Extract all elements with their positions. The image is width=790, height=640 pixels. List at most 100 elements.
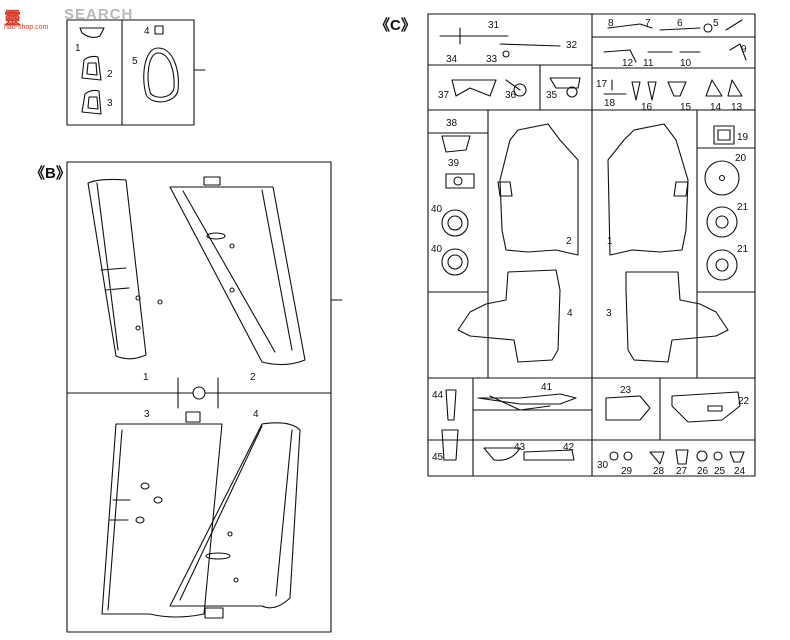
part-c7-shape [659,27,701,31]
part-c9-shape [729,43,747,61]
part-b3-tab [185,411,201,423]
part-b1-shape [87,178,147,360]
part-a2-label: 2 [107,69,113,80]
part-c18-label: 18 [604,98,616,109]
part-c22-label: 22 [738,396,750,407]
part-c21a-label: 21 [737,202,749,213]
part-c45-shape [441,429,459,461]
part-c28-label: 28 [653,466,665,477]
part-b2-hole-2 [229,287,235,293]
part-c1-shape [607,123,689,256]
part-a5-label: 5 [132,56,138,67]
part-c8-label: 8 [608,18,614,29]
part-b3-label: 3 [144,409,150,420]
part-b1-panel-2 [104,287,130,291]
part-c22-shape [671,391,741,423]
part-b1-edge [96,182,119,351]
part-c32-label: 32 [566,40,578,51]
part-c36-label: 36 [505,90,517,101]
part-c37-label: 37 [438,90,450,101]
part-c36-wheel [513,83,527,97]
part-c23-shape [605,395,651,421]
part-c35-wheel [566,86,578,98]
watermark-text: SEARCH [64,6,134,23]
part-a3-inner [87,96,99,110]
part-c40b-wheel [441,248,469,276]
part-c44-shape [445,389,457,421]
part-b2-hole-1 [229,243,235,249]
sprue-c-title: 《C》 [375,16,416,34]
part-c1-label: 1 [607,236,613,247]
part-b2-slot [206,232,226,240]
part-c35-label: 35 [546,90,558,101]
part-c21b-hub [715,258,729,272]
part-c21b-label: 21 [737,244,749,255]
part-b3-hole-3 [135,516,145,524]
part-a3-shape [81,89,102,115]
part-c26-label: 26 [697,466,709,477]
part-c43-shape [483,447,521,461]
part-b1-label: 1 [143,372,149,383]
part-c27-shape [675,449,689,465]
part-c6-shape [703,23,713,33]
part-c40a-wheel [441,209,469,237]
part-a4-label: 4 [144,26,150,37]
part-c26-shape [696,450,708,462]
part-a5-inner [147,52,175,98]
part-c13-label: 13 [731,102,743,113]
part-c25-label: 25 [714,466,726,477]
part-a5-shape [143,47,179,103]
part-c20-wheel [704,160,740,196]
part-c19-inner [717,129,731,141]
part-c3-shape [625,271,729,363]
part-c16b-shape [647,81,657,101]
part-b4-label: 4 [253,409,259,420]
part-c11-label: 11 [643,58,654,69]
part-c15-label: 15 [680,102,692,113]
part-a4-shape [154,25,164,35]
part-c30-label: 30 [597,460,609,471]
part-c5-shape [725,19,743,31]
part-c39-shape [445,173,475,189]
part-c45-label: 45 [432,452,444,463]
part-b1-hole-1 [135,295,141,301]
part-b1-panel-1 [100,267,127,271]
part-c4-shape [457,269,561,363]
part-c5-label: 5 [713,18,719,29]
part-b4-tab [204,607,224,619]
part-c31-label: 31 [488,20,500,31]
part-b2-edge [182,190,276,353]
part-c4-label: 4 [567,308,573,319]
part-c40b-label: 40 [431,244,443,255]
watermark-logo: 靈 [4,9,22,29]
part-c33-label: 33 [486,54,498,65]
part-c40a-hub [447,215,463,231]
part-a3-label: 3 [107,98,113,109]
part-c6-label: 6 [677,18,683,29]
part-b3-hole-1 [140,482,150,490]
part-c16-label: 16 [641,102,653,113]
part-c2-label: 2 [566,236,572,247]
part-b4-slot [205,552,231,560]
part-c39-hole [453,176,463,186]
part-c41-shape [477,393,577,405]
watermark-url: hao-shop.com [4,24,49,31]
part-c38-label: 38 [446,118,458,129]
part-c12-label: 12 [622,58,634,69]
part-c3-label: 3 [606,308,612,319]
part-b2-tab [203,176,221,186]
part-c32-shape [499,43,561,47]
part-c38-shape [441,135,471,153]
part-c34-label: 34 [446,54,458,65]
part-c24-label: 24 [734,466,746,477]
part-b1-hole-2 [157,299,163,305]
part-b3-shape [101,423,223,618]
part-c12-shape [603,49,637,63]
part-c10-label: 10 [680,58,692,69]
sprue-a-frame [66,19,195,126]
part-a2-inner [86,62,98,76]
part-c20-label: 20 [735,153,747,164]
part-c44-label: 44 [432,390,444,401]
part-c23-label: 23 [620,385,632,396]
part-c41-arm [489,395,551,411]
